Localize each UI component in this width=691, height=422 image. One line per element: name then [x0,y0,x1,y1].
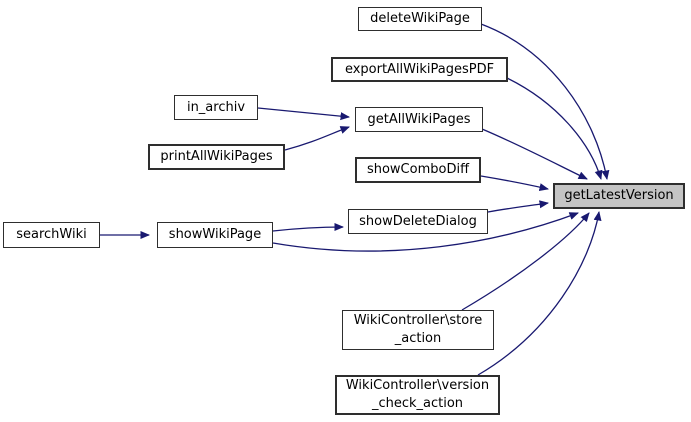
edge-WikiController_version_check_action-to-getLatestVersion [477,211,602,376]
graph-node-showDeleteDialog[interactable]: showDeleteDialog [348,209,488,234]
graph-node-searchWiki[interactable]: searchWiki [3,222,100,248]
graph-node-WikiController_version_check_action[interactable]: WikiController\version _check_action [335,375,500,415]
graph-node-WikiController_store_action[interactable]: WikiController\store _action [342,310,494,350]
edge-in_archiv-to-getAllWikiPages [257,107,350,121]
edge-showWikiPage-to-showDeleteDialog [272,223,344,232]
edge-exportAllWikiPagesPDF-to-getLatestVersion [506,77,603,180]
graph-node-showComboDiff[interactable]: showComboDiff [355,157,481,183]
edge-showComboDiff-to-getLatestVersion [480,175,549,192]
edge-showDeleteDialog-to-getLatestVersion [487,200,549,213]
graph-node-getAllWikiPages[interactable]: getAllWikiPages [355,107,483,132]
graph-node-showWikiPage[interactable]: showWikiPage [157,222,273,248]
graph-node-exportAllWikiPagesPDF[interactable]: exportAllWikiPagesPDF [331,57,508,82]
graph-node-printAllWikiPages[interactable]: printAllWikiPages [148,144,285,170]
graph-node-getLatestVersion[interactable]: getLatestVersion [553,183,685,209]
edge-showWikiPage-to-getLatestVersion [272,212,579,252]
edge-getAllWikiPages-to-getLatestVersion [481,128,588,180]
edge-printAllWikiPages-to-getAllWikiPages [284,126,350,151]
edge-deleteWikiPage-to-getLatestVersion [480,23,610,180]
graph-node-in_archiv[interactable]: in_archiv [174,95,258,120]
graph-node-deleteWikiPage[interactable]: deleteWikiPage [358,7,482,31]
edge-WikiController_store_action-to-getLatestVersion [461,212,590,311]
